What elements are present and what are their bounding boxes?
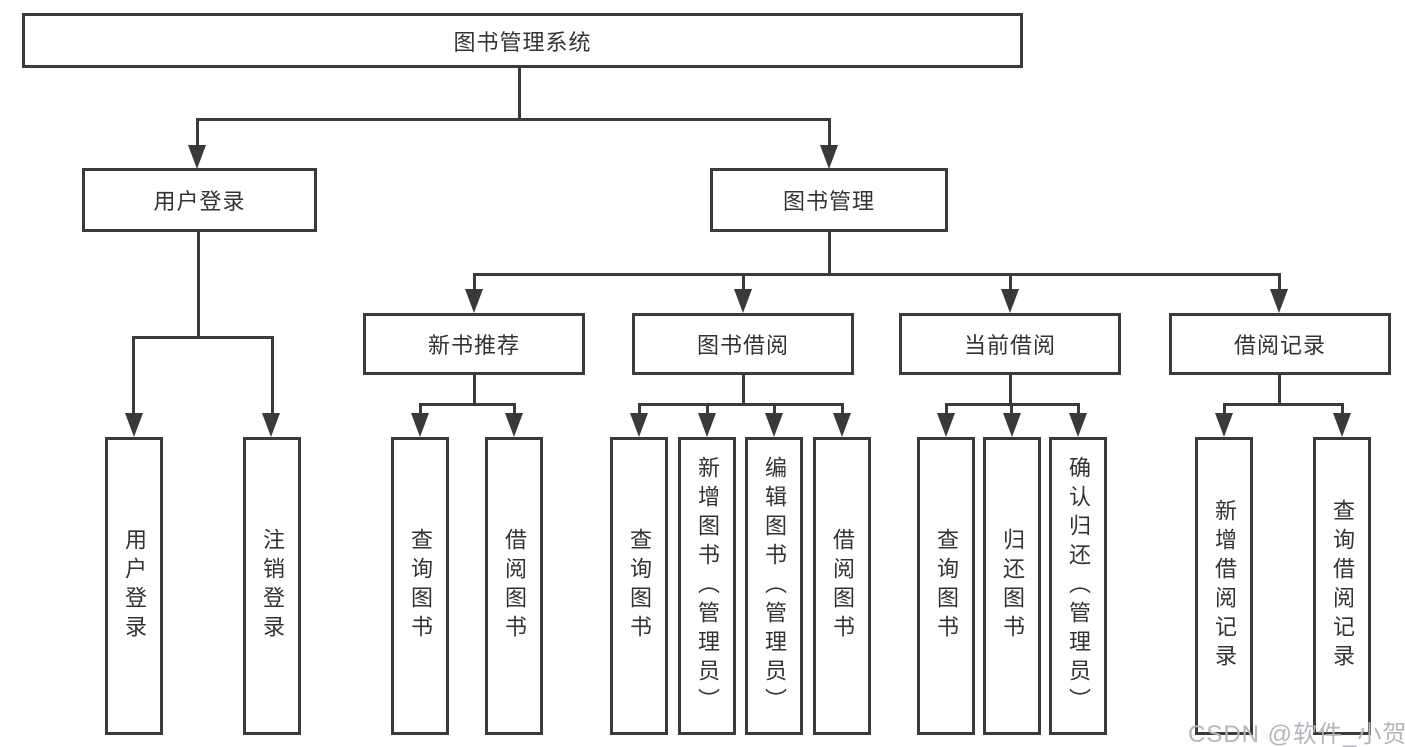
connector-line bbox=[132, 336, 135, 416]
leaf-bb-query-books: 查询图书 bbox=[610, 437, 668, 735]
connector-line bbox=[841, 403, 844, 415]
arrow-down-icon bbox=[820, 145, 838, 169]
connector-line bbox=[828, 118, 831, 146]
connector-line bbox=[945, 403, 948, 415]
node-current-borrow: 当前借阅 bbox=[899, 313, 1121, 375]
connector-line bbox=[742, 375, 745, 403]
node-book-management-label: 图书管理 bbox=[782, 189, 875, 214]
connector-line bbox=[638, 403, 641, 415]
connector-line bbox=[1009, 276, 1012, 290]
node-borrow-records-label: 借阅记录 bbox=[1233, 333, 1326, 358]
leaf-cb-confirm-return-admin: 确认归还（管理员） bbox=[1049, 437, 1107, 735]
connector-line bbox=[1010, 403, 1013, 415]
connector-line bbox=[473, 273, 1281, 276]
leaf-br-query-record-label: 查询借阅记录 bbox=[1330, 499, 1355, 673]
arrow-down-icon bbox=[262, 413, 280, 437]
node-user-login-label: 用户登录 bbox=[153, 189, 246, 214]
arrow-down-icon bbox=[188, 145, 206, 169]
leaf-br-add-record: 新增借阅记录 bbox=[1195, 437, 1253, 735]
connector-line bbox=[706, 403, 709, 415]
node-new-book-recommend: 新书推荐 bbox=[363, 313, 585, 375]
connector-line bbox=[196, 118, 199, 146]
node-root: 图书管理系统 bbox=[22, 13, 1023, 68]
arrow-down-icon bbox=[1270, 289, 1288, 313]
leaf-bb-borrow-books: 借阅图书 bbox=[813, 437, 871, 735]
connector-line bbox=[197, 232, 200, 336]
connector-line bbox=[419, 403, 422, 415]
connector-line bbox=[742, 276, 745, 290]
connector-line bbox=[419, 403, 515, 406]
connector-line bbox=[473, 276, 476, 290]
connector-line bbox=[513, 403, 516, 415]
arrow-down-icon bbox=[1001, 289, 1019, 313]
node-user-login: 用户登录 bbox=[82, 168, 317, 232]
leaf-bb-borrow-books-label: 借阅图书 bbox=[830, 528, 855, 644]
connector-line bbox=[1223, 403, 1226, 415]
connector-line bbox=[518, 68, 521, 118]
arrow-down-icon bbox=[1215, 413, 1233, 437]
connector-line bbox=[1223, 403, 1343, 406]
arrow-down-icon bbox=[734, 289, 752, 313]
node-current-borrow-label: 当前借阅 bbox=[963, 333, 1056, 358]
leaf-nb-query-books-label: 查询图书 bbox=[408, 528, 433, 644]
connector-line bbox=[196, 118, 831, 121]
connector-line bbox=[1278, 375, 1281, 403]
connector-line bbox=[1077, 403, 1080, 415]
leaf-br-add-record-label: 新增借阅记录 bbox=[1212, 499, 1237, 673]
leaf-logout-label: 注销登录 bbox=[260, 528, 285, 644]
node-book-borrow-label: 图书借阅 bbox=[696, 333, 789, 358]
leaf-bb-edit-book-admin: 编辑图书（管理员） bbox=[745, 437, 803, 735]
leaf-nb-borrow-books: 借阅图书 bbox=[485, 437, 543, 735]
arrow-down-icon bbox=[630, 413, 648, 437]
watermark: CSDN @软件_小贺同学 bbox=[1188, 721, 1405, 747]
arrow-down-icon bbox=[833, 413, 851, 437]
leaf-cb-query-books-label: 查询图书 bbox=[934, 528, 959, 644]
leaf-bb-query-books-label: 查询图书 bbox=[627, 528, 652, 644]
leaf-cb-confirm-return-admin-label: 确认归还（管理员） bbox=[1066, 455, 1091, 717]
arrow-down-icon bbox=[125, 413, 143, 437]
connector-line bbox=[132, 336, 274, 339]
leaf-user-login: 用户登录 bbox=[105, 437, 163, 735]
leaf-bb-add-book-admin-label: 新增图书（管理员） bbox=[695, 455, 720, 717]
node-book-borrow: 图书借阅 bbox=[632, 313, 854, 375]
connector-line bbox=[473, 375, 476, 403]
connector-line bbox=[638, 403, 843, 406]
node-book-management: 图书管理 bbox=[710, 168, 948, 232]
arrow-down-icon bbox=[1069, 413, 1087, 437]
node-root-label: 图书管理系统 bbox=[453, 29, 592, 55]
arrow-down-icon bbox=[505, 413, 523, 437]
leaf-nb-query-books: 查询图书 bbox=[391, 437, 449, 735]
leaf-bb-edit-book-admin-label: 编辑图书（管理员） bbox=[762, 455, 787, 717]
connector-line bbox=[1009, 375, 1012, 403]
connector-line bbox=[271, 336, 274, 416]
arrow-down-icon bbox=[411, 413, 429, 437]
node-borrow-records: 借阅记录 bbox=[1169, 313, 1391, 375]
connector-line bbox=[773, 403, 776, 415]
arrow-down-icon bbox=[698, 413, 716, 437]
leaf-nb-borrow-books-label: 借阅图书 bbox=[502, 528, 527, 644]
leaf-logout: 注销登录 bbox=[243, 437, 301, 735]
leaf-br-query-record: 查询借阅记录 bbox=[1313, 437, 1371, 735]
connector-line bbox=[828, 232, 831, 276]
arrow-down-icon bbox=[765, 413, 783, 437]
leaf-cb-return-books-label: 归还图书 bbox=[1000, 528, 1025, 644]
arrow-down-icon bbox=[465, 289, 483, 313]
connector-line bbox=[1278, 276, 1281, 290]
leaf-cb-query-books: 查询图书 bbox=[917, 437, 975, 735]
arrow-down-icon bbox=[1003, 413, 1021, 437]
node-new-book-recommend-label: 新书推荐 bbox=[427, 333, 520, 358]
arrow-down-icon bbox=[937, 413, 955, 437]
leaf-bb-add-book-admin: 新增图书（管理员） bbox=[678, 437, 736, 735]
leaf-user-login-label: 用户登录 bbox=[122, 528, 147, 644]
arrow-down-icon bbox=[1333, 413, 1351, 437]
leaf-cb-return-books: 归还图书 bbox=[983, 437, 1041, 735]
connector-line bbox=[1341, 403, 1344, 415]
